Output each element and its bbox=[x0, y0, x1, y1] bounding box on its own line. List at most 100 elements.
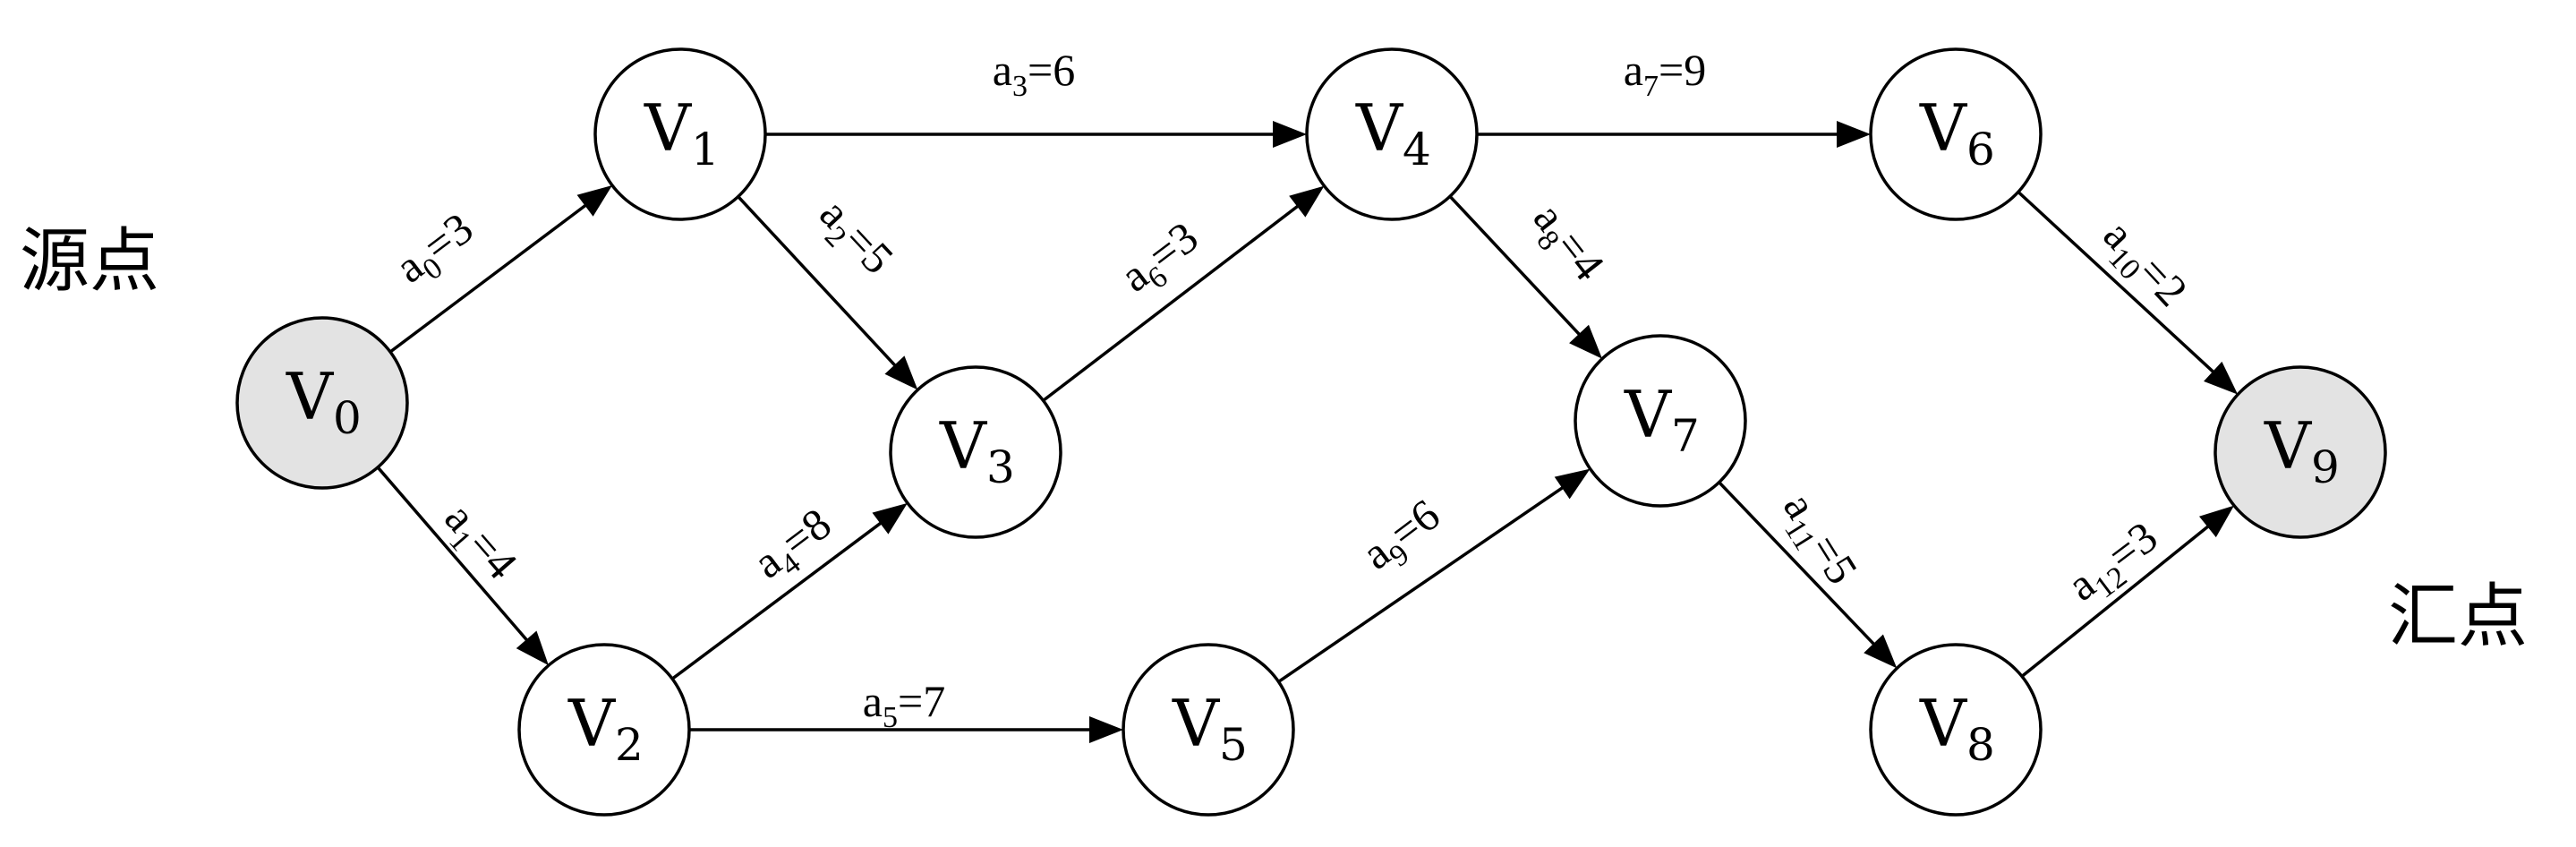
arrowhead-icon bbox=[884, 355, 918, 390]
node-v3: V3 bbox=[889, 365, 1062, 539]
edge-line bbox=[1448, 195, 1583, 338]
node-label: V0 bbox=[286, 359, 362, 444]
node-v6: V6 bbox=[1869, 47, 2043, 221]
edge-v4-v7: a8=4 bbox=[1448, 193, 1615, 359]
node-v9: V9 bbox=[2213, 365, 2387, 539]
node-label: V3 bbox=[939, 408, 1015, 493]
edge-line bbox=[1718, 481, 1878, 647]
edge-weight-label: a5=7 bbox=[863, 676, 945, 734]
source-label: 源点 bbox=[20, 221, 159, 302]
node-label: V1 bbox=[644, 90, 720, 175]
edge-weight: =9 bbox=[1659, 45, 1706, 95]
edge-weight-label: a10=2 bbox=[2088, 210, 2197, 321]
node-v8: V8 bbox=[1869, 643, 2043, 817]
edge-weight: =6 bbox=[1028, 45, 1075, 95]
edge-weight-label: a2=5 bbox=[805, 189, 904, 289]
node-subscript: 2 bbox=[615, 719, 644, 771]
edge-v0-v2: a1=4 bbox=[376, 466, 549, 666]
edge-v1-v3: a2=5 bbox=[737, 189, 918, 390]
node-letter: V bbox=[2264, 408, 2313, 483]
node-label: V8 bbox=[1919, 686, 1995, 771]
arrowhead-icon bbox=[1837, 121, 1871, 148]
node-circle bbox=[1305, 47, 1479, 221]
edge-line bbox=[737, 195, 899, 369]
arrowhead-icon bbox=[1289, 185, 1325, 218]
edge-weight-label: a6=3 bbox=[1111, 211, 1212, 308]
edge-line bbox=[388, 201, 589, 354]
edge-subscript: 7 bbox=[1643, 70, 1659, 103]
node-letter: V bbox=[939, 408, 988, 483]
node-subscript: 3 bbox=[986, 441, 1015, 493]
edge-v1-v4: a3=6 bbox=[765, 45, 1307, 148]
node-circle bbox=[1122, 643, 1295, 817]
edge-weight-label: a0=3 bbox=[386, 202, 487, 299]
node-subscript: 1 bbox=[691, 124, 720, 175]
node-letter: V bbox=[1624, 377, 1673, 452]
node-v2: V2 bbox=[517, 643, 691, 817]
node-subscript: 4 bbox=[1403, 124, 1431, 175]
node-label: V7 bbox=[1624, 377, 1700, 462]
node-v0: V0 bbox=[235, 316, 409, 490]
node-label: V6 bbox=[1919, 90, 1995, 175]
edge-v6-v9: a10=2 bbox=[2017, 191, 2239, 395]
edge-line bbox=[1277, 484, 1566, 683]
node-circle bbox=[1574, 334, 1747, 508]
sink-label: 汇点 bbox=[2388, 577, 2528, 657]
node-circle bbox=[2213, 365, 2387, 539]
node-letter: V bbox=[286, 359, 335, 434]
edge-line bbox=[2017, 191, 2217, 375]
arrowhead-icon bbox=[872, 502, 908, 535]
node-circle bbox=[1869, 643, 2043, 817]
edge-name: a bbox=[863, 676, 883, 726]
node-letter: V bbox=[644, 90, 693, 166]
node-letter: V bbox=[567, 686, 617, 761]
edge-line bbox=[1042, 202, 1301, 402]
edge-weight-label: a11=5 bbox=[1767, 483, 1867, 596]
edge-v4-v6: a7=9 bbox=[1477, 45, 1871, 148]
node-v7: V7 bbox=[1574, 334, 1747, 508]
edge-v5-v7: a9=6 bbox=[1277, 468, 1591, 683]
edge-v3-v4: a6=3 bbox=[1042, 185, 1325, 402]
arrowhead-icon bbox=[1273, 121, 1307, 148]
node-letter: V bbox=[1172, 686, 1221, 761]
edge-weight: =7 bbox=[898, 676, 945, 726]
node-label: V5 bbox=[1172, 686, 1248, 771]
edge-v0-v1: a0=3 bbox=[386, 185, 612, 354]
arrowhead-icon bbox=[1864, 634, 1898, 669]
edge-line bbox=[376, 466, 531, 644]
edge-v2-v5: a5=7 bbox=[689, 676, 1123, 743]
arrowhead-icon bbox=[1089, 716, 1123, 743]
node-subscript: 0 bbox=[333, 392, 362, 444]
node-letter: V bbox=[1919, 90, 1968, 166]
node-circle bbox=[889, 365, 1062, 539]
edge-v7-v8: a11=5 bbox=[1718, 481, 1898, 669]
edge-name: a bbox=[993, 45, 1012, 95]
arrowhead-icon bbox=[576, 185, 612, 217]
node-subscript: 8 bbox=[1966, 719, 1995, 771]
node-circle bbox=[235, 316, 409, 490]
node-label: V4 bbox=[1355, 90, 1431, 175]
edge-line bbox=[2020, 523, 2212, 678]
node-subscript: 6 bbox=[1966, 124, 1995, 175]
node-circle bbox=[517, 643, 691, 817]
edge-weight-label: a4=8 bbox=[744, 498, 845, 595]
node-label: V9 bbox=[2264, 408, 2340, 493]
edge-subscript: 5 bbox=[883, 701, 898, 734]
edge-line bbox=[671, 519, 884, 680]
edge-v2-v3: a4=8 bbox=[671, 498, 908, 680]
node-label: V2 bbox=[567, 686, 644, 771]
node-v5: V5 bbox=[1122, 643, 1295, 817]
node-v4: V4 bbox=[1305, 47, 1479, 221]
node-subscript: 7 bbox=[1671, 410, 1700, 462]
edge-weight-label: a3=6 bbox=[993, 45, 1075, 103]
node-circle bbox=[1869, 47, 2043, 221]
arrowhead-icon bbox=[2204, 361, 2239, 395]
edge-subscript: 3 bbox=[1012, 70, 1028, 103]
node-letter: V bbox=[1919, 686, 1968, 761]
node-letter: V bbox=[1355, 90, 1404, 166]
arrowhead-icon bbox=[516, 630, 549, 666]
arrowhead-icon bbox=[2199, 505, 2235, 538]
edge-weight-label: a7=9 bbox=[1624, 45, 1706, 103]
